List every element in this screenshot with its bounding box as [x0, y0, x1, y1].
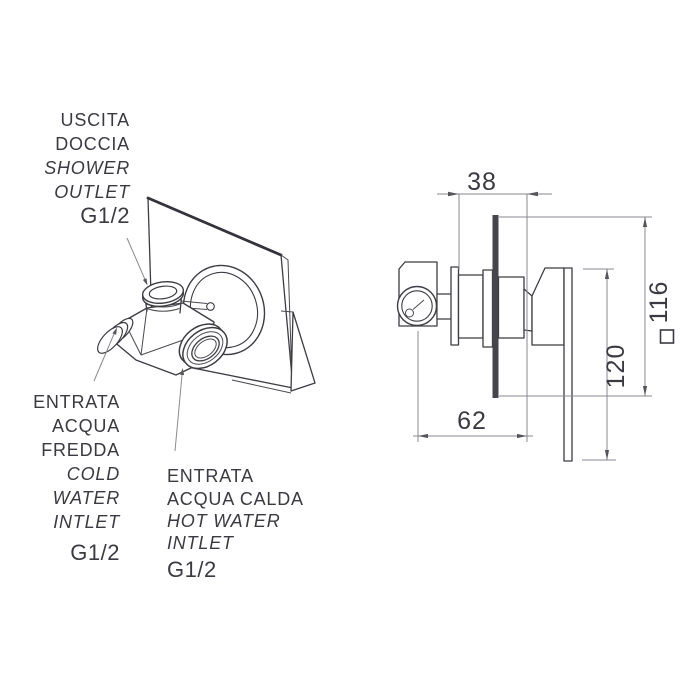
dimension-62: 62: [413, 331, 533, 442]
mounting-flange: [450, 266, 460, 346]
dimension-38: 38: [437, 168, 552, 442]
wall-plate-flap: [290, 311, 316, 392]
dim-120-value: 120: [602, 344, 630, 389]
label-line: ENTRATA: [33, 392, 120, 412]
thread-size: G1/2: [70, 540, 120, 565]
dim-120-arrow-top: [604, 269, 610, 279]
wall-plate-top-edge: [146, 196, 283, 257]
shower-port-bore: [148, 285, 178, 300]
wall-plate-right-thickness: [280, 254, 293, 382]
label-line: COLD: [67, 464, 120, 484]
leader-shower-outlet: [126, 237, 148, 286]
label-line: INTLET: [167, 533, 235, 553]
thread-size: G1/2: [167, 557, 217, 582]
dim-38-arrow-left: [448, 191, 459, 197]
wall-plate-bottom-thickness: [231, 379, 292, 394]
label-cold-inlet: ENTRATA ACQUA FREDDA COLD WATER INTLET G…: [33, 392, 121, 565]
label-line: WATER: [53, 488, 120, 508]
body-connector: [436, 293, 453, 320]
label-line: SHOWER: [44, 158, 130, 178]
wall-plate-side: [492, 215, 499, 398]
dim-62-value: 62: [457, 407, 487, 435]
inlet-pipe-detail: [405, 308, 414, 318]
label-line: DOCCIA: [55, 134, 130, 154]
handle-lever: [563, 267, 573, 462]
dim-38-arrow-right: [527, 191, 538, 197]
label-line: FREDDA: [41, 440, 120, 460]
dim-62-arrow-left: [418, 433, 428, 439]
dim-116-arrow-bottom: [642, 386, 648, 396]
label-line: USCITA: [61, 110, 130, 130]
cartridge-housing: [457, 274, 484, 339]
hot-port-bore-inner: [194, 338, 217, 359]
dim-38-value: 38: [467, 168, 497, 196]
label-line: OUTLET: [54, 182, 131, 202]
inlet-pipe-inner: [401, 290, 433, 322]
dimension-116: 116: [499, 216, 675, 397]
dimension-120: 120: [582, 268, 630, 461]
isometric-view: [93, 196, 316, 452]
dim-116-arrow-top: [642, 217, 648, 227]
housing-collar: [482, 269, 494, 348]
handle-hub: [531, 267, 565, 346]
label-line: HOT WATER: [167, 511, 281, 531]
dim-120-arrow-bottom: [604, 450, 610, 460]
hot-port-thread: [186, 331, 224, 365]
hot-port-bore: [191, 335, 220, 362]
square-symbol: [659, 329, 675, 344]
inlet-pipe-detail-line: [412, 299, 425, 310]
side-view: [396, 215, 573, 462]
screw-head: [206, 302, 215, 311]
leader-cold-inlet: [93, 327, 117, 382]
handle-neck: [523, 288, 533, 332]
label-line: INTLET: [53, 512, 121, 532]
label-line: ENTRATA: [167, 466, 254, 486]
leader-hot-inlet: [174, 368, 185, 452]
label-shower-outlet: USCITA DOCCIA SHOWER OUTLET G1/2: [44, 110, 131, 228]
dim-116-value: 116: [645, 281, 673, 324]
trim-sleeve: [497, 276, 525, 339]
wall-plate-crease: [280, 310, 294, 313]
label-line: ACQUA: [52, 416, 120, 436]
dim-62-arrow-right: [517, 433, 527, 439]
label-hot-inlet: ENTRATA ACQUA CALDA HOT WATER INTLET G1/…: [167, 466, 304, 582]
label-line: ACQUA CALDA: [167, 489, 304, 509]
thread-size: G1/2: [80, 203, 130, 228]
mixer-body-facets: [123, 307, 215, 356]
